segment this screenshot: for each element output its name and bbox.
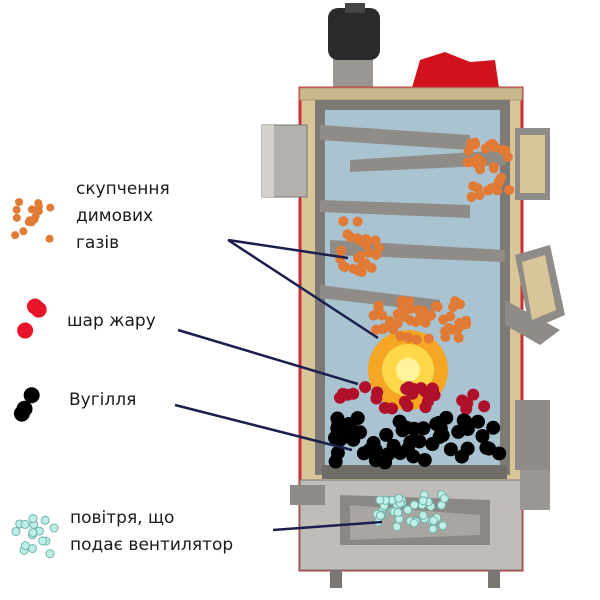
- legend-smoke-line1: скупчення: [76, 179, 170, 199]
- legend-coal-label: Вугілля: [69, 390, 137, 410]
- grate: [322, 465, 507, 479]
- legend-air-label: повітря, що подає вентилятор: [70, 505, 233, 559]
- legend-embers-label: шар жару: [67, 311, 156, 331]
- pointer-embers: [177, 328, 359, 386]
- pointer-smoke-2: [227, 238, 379, 340]
- smoke-cluster-fire: [368, 295, 472, 345]
- smoke-cluster-top: [462, 137, 515, 202]
- smoke-cluster-mid: [335, 216, 384, 277]
- legend-smoke-line3: газів: [76, 233, 120, 253]
- coal-layer: [328, 410, 507, 470]
- legend-air-line1: повітря, що: [70, 508, 175, 528]
- pointer-smoke-1: [227, 238, 349, 260]
- control-unit-icon: [410, 52, 500, 95]
- pointer-air: [272, 520, 383, 532]
- legend-smoke-label: скупчення димових газів: [76, 176, 170, 257]
- legend-smoke-icon: [11, 198, 55, 243]
- legend-air-icon: [11, 514, 59, 559]
- pointer-lines: [174, 238, 383, 532]
- pointer-coal: [174, 403, 353, 452]
- legend-air-line2: подає вентилятор: [70, 535, 234, 555]
- legend-smoke-line2: димових: [76, 206, 154, 226]
- ember-layer: [334, 381, 491, 415]
- legend-coal-icon: [13, 387, 40, 422]
- fan-icon: [328, 3, 380, 95]
- legend-embers-icon: [17, 298, 47, 339]
- air-cluster: [372, 490, 449, 534]
- flue-pipe: [261, 124, 308, 198]
